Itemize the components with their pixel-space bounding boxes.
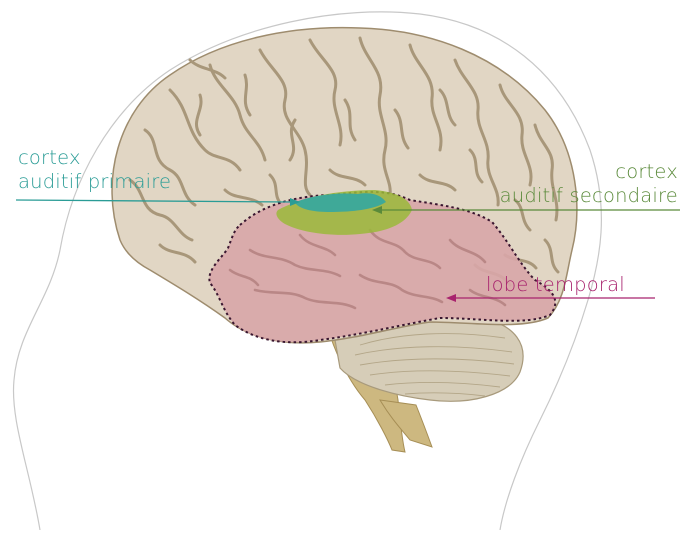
primary-leader [15,198,300,206]
temporal-leader [446,294,655,302]
temporal-sulci [228,228,507,310]
brainstem-lower [379,399,433,448]
primary-auditory-region [296,193,386,212]
secondary-label-line1: cortex [615,160,678,183]
head-outline [12,11,602,531]
secondary-label-line2: auditif secondaire [499,184,678,207]
primary-label-line2: auditif primaire [18,170,172,193]
sulci-pattern [128,36,560,287]
secondary-leader [372,206,680,214]
primary-auditory-cortex-label: cortex auditif primaire [18,146,171,194]
primary-label-line1: cortex [18,146,81,169]
temporal-lobe-region [209,191,556,343]
secondary-auditory-cortex-label: cortex auditif secondaire [500,160,678,208]
cerebellum-folia [354,333,515,397]
temporal-lobe-label: lobe temporal [486,273,625,296]
